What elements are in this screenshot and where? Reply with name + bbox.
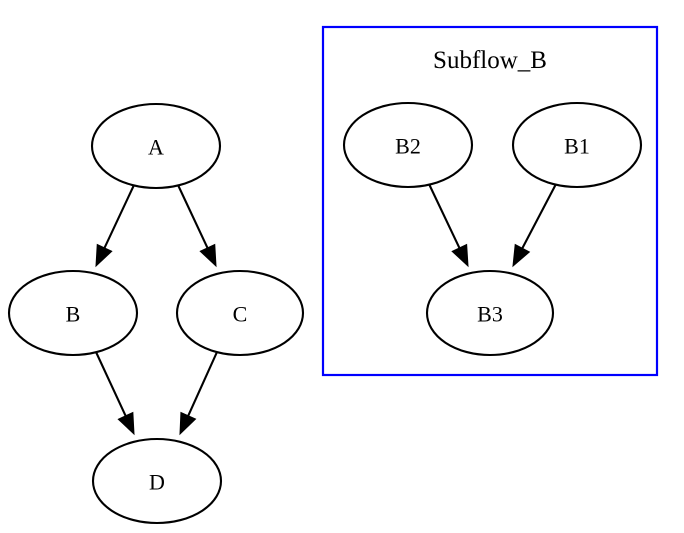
node-a[interactable]: A	[90, 102, 222, 190]
edge-b-d[interactable]	[95, 351, 135, 436]
edge-layer	[95, 183, 557, 436]
arrowhead-a-c	[199, 243, 217, 268]
edge-a-c[interactable]	[177, 184, 217, 268]
node-shape-c	[175, 269, 305, 357]
edge-line-b1-b3	[519, 183, 557, 253]
cluster-label-subflow-b: Subflow_B	[433, 47, 547, 74]
cluster-subflow-b[interactable]: Subflow_B	[321, 25, 659, 377]
node-b3[interactable]: B3	[425, 269, 555, 357]
node-label-b3: B3	[477, 302, 503, 327]
edge-line-b2-b3	[428, 183, 463, 253]
node-shape-a	[90, 102, 222, 190]
node-shape-d	[91, 437, 223, 525]
node-shape-b	[7, 269, 139, 357]
edge-line-c-d	[185, 351, 218, 420]
cluster-border-subflow-b	[321, 25, 659, 377]
arrowhead-a-b	[95, 243, 113, 268]
edge-b2-b3[interactable]	[428, 183, 469, 268]
node-label-a: A	[148, 135, 164, 160]
arrowhead-b1-b3	[512, 243, 531, 268]
node-d[interactable]: D	[91, 437, 223, 525]
edge-line-b-d	[95, 351, 129, 420]
node-label-b1: B1	[564, 134, 590, 159]
arrowhead-c-d	[179, 411, 197, 436]
node-label-b2: B2	[395, 134, 421, 159]
node-b1[interactable]: B1	[511, 101, 643, 189]
node-b[interactable]: B	[7, 269, 139, 357]
edge-b1-b3[interactable]	[512, 183, 557, 268]
node-c[interactable]: C	[175, 269, 305, 357]
node-b2[interactable]: B2	[342, 101, 474, 189]
node-label-c: C	[233, 302, 248, 327]
node-shape-b2	[342, 101, 474, 189]
edge-a-b[interactable]	[95, 184, 135, 268]
edge-line-a-c	[177, 184, 211, 252]
edge-line-a-b	[101, 184, 135, 252]
node-shape-b3	[425, 269, 555, 357]
node-layer: A B C D B2 B1	[7, 101, 643, 525]
arrowhead-b2-b3	[451, 243, 469, 268]
node-shape-b1	[511, 101, 643, 189]
arrowhead-b-d	[117, 411, 135, 436]
node-label-b: B	[66, 302, 81, 327]
edge-c-d[interactable]	[179, 351, 218, 436]
node-label-d: D	[149, 470, 165, 495]
